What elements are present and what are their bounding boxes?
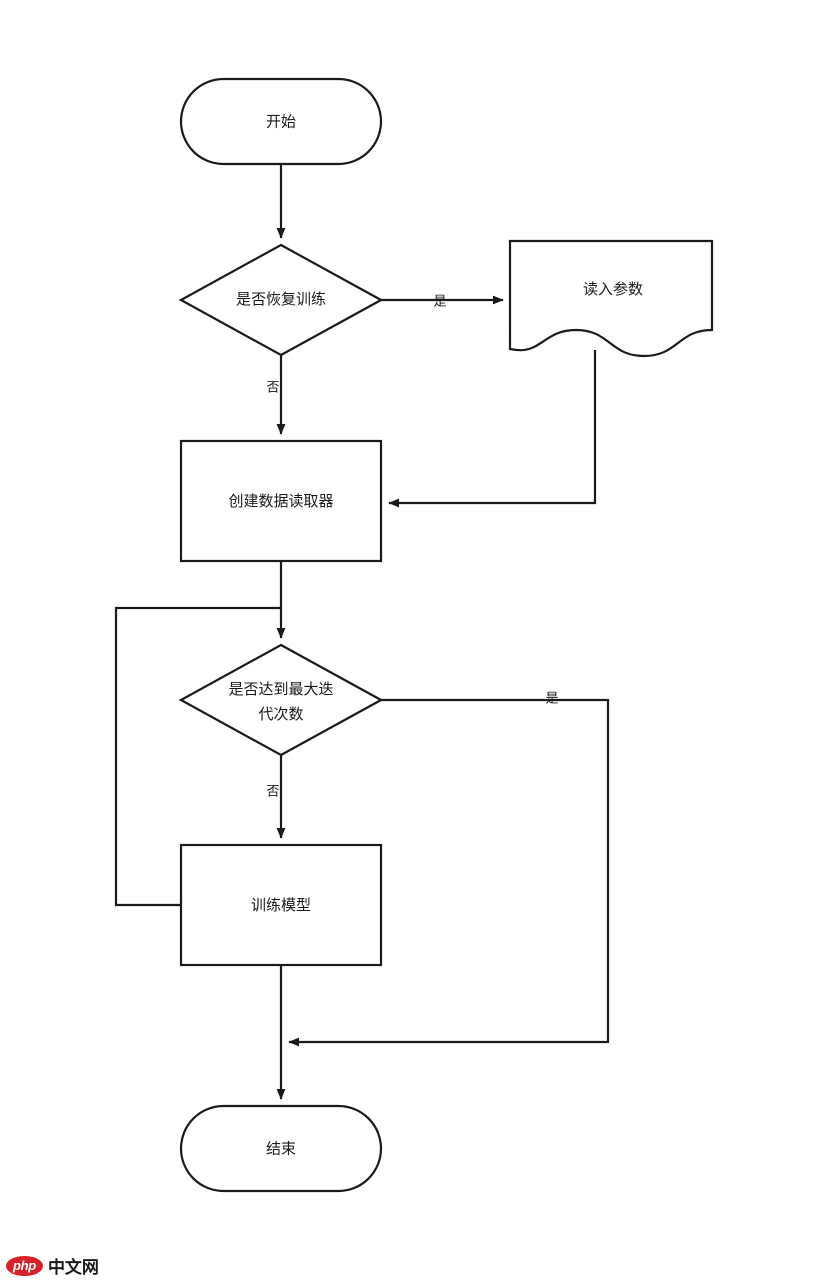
- edge-read-params-to-create-reader: [388, 350, 597, 508]
- end-label: 结束: [266, 1140, 296, 1157]
- read-params-label: 读入参数: [583, 281, 643, 298]
- edge-max-iter-yes-to-end: [288, 698, 610, 1047]
- start-label: 开始: [266, 113, 296, 130]
- create-reader-shape: [179, 439, 383, 563]
- watermark: php 中文网: [6, 1253, 99, 1278]
- node-max-iter-decision[interactable]: 是否达到最大迭 代次数: [178, 643, 384, 757]
- watermark-site-text: 中文网: [47, 1258, 99, 1277]
- max-iter-decision-shape: [178, 643, 384, 757]
- php-logo-icon: php: [6, 1255, 43, 1276]
- train-model-shape: [179, 843, 383, 967]
- read-params-document-shape: [508, 239, 714, 358]
- node-train-model[interactable]: 训练模型: [179, 843, 383, 967]
- node-read-params[interactable]: 读入参数: [508, 239, 714, 358]
- start-terminator-shape: [179, 77, 383, 166]
- train-model-label: 训练模型: [251, 897, 311, 914]
- edge-label-max-iter-no: 否: [266, 783, 279, 798]
- edge-label-resume-no: 否: [266, 379, 279, 394]
- resume-decision-label: 是否恢复训练: [236, 290, 326, 308]
- end-terminator-shape: [179, 1104, 383, 1193]
- node-resume-decision[interactable]: 是否恢复训练: [178, 243, 384, 357]
- node-end[interactable]: 结束: [179, 1104, 383, 1193]
- edge-label-max-iter-yes: 是: [545, 690, 558, 705]
- edge-train-loopback-to-max-iter: [114, 606, 281, 907]
- max-iter-decision-label-line2: 代次数: [258, 706, 303, 723]
- node-start[interactable]: 开始: [179, 77, 383, 166]
- max-iter-decision-label-line1: 是否达到最大迭: [228, 681, 333, 698]
- create-reader-label: 创建数据读取器: [228, 493, 333, 510]
- node-create-reader[interactable]: 创建数据读取器: [179, 439, 383, 563]
- edge-label-resume-yes: 是: [433, 293, 446, 308]
- resume-decision-shape: [178, 243, 384, 357]
